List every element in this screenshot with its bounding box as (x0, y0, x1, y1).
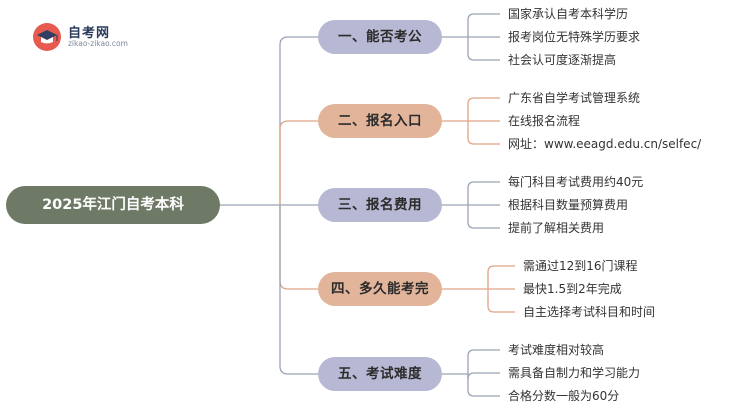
branch-registration-fee: 三、报名费用 (318, 188, 442, 222)
leaf-connector (467, 37, 500, 61)
graduation-cap-icon (33, 23, 61, 51)
leaf-item: 考试难度相对较高 (508, 343, 605, 357)
logo-name: 自考网 (68, 26, 111, 41)
site-logo[interactable]: 自考网 zikao-zikao.com (32, 20, 142, 54)
leaf-connector (467, 374, 500, 397)
branch-connector (279, 120, 318, 205)
branch-connector (279, 205, 318, 375)
leaf-connector (467, 181, 500, 205)
leaf-connector (467, 121, 500, 145)
leaf-item: 需通过12到16门课程 (523, 259, 638, 273)
branch-civil-service: 一、能否考公 (318, 20, 442, 54)
branch-registration-entry: 二、报名入口 (318, 104, 442, 138)
branch-completion-time: 四、多久能考完 (318, 272, 442, 306)
leaf-item: 自主选择考试科目和时间 (523, 305, 656, 319)
branch-connector (279, 205, 318, 290)
leaf-item: 需具备自制力和学习能力 (508, 366, 641, 380)
logo-domain: zikao-zikao.com (68, 39, 128, 48)
root-topic: 2025年江门自考本科 (6, 186, 220, 224)
leaf-connector (487, 265, 515, 289)
branch-connector (279, 36, 318, 205)
leaf-item: 每门科目考试费用约40元 (508, 175, 644, 189)
leaf-item: 广东省自学考试管理系统 (508, 91, 641, 105)
leaf-connector (467, 372, 500, 380)
leaf-item: 最快1.5到2年完成 (523, 282, 622, 296)
leaf-item: 合格分数一般为60分 (508, 389, 620, 403)
leaf-website[interactable]: 网址：www.eeagd.edu.cn/selfec/ (508, 137, 702, 151)
leaf-item: 提前了解相关费用 (508, 221, 605, 235)
leaf-item: 根据科目数量预算费用 (508, 198, 629, 212)
leaf-connector (467, 13, 500, 37)
leaf-connector (467, 349, 500, 374)
branch-exam-difficulty: 五、考试难度 (318, 357, 442, 391)
leaf-item: 国家承认自考本科学历 (508, 7, 629, 21)
leaf-item: 报考岗位无特殊学历要求 (508, 30, 641, 44)
leaf-item: 社会认可度逐渐提高 (508, 53, 617, 67)
leaf-connector (467, 205, 500, 229)
leaf-item: 在线报名流程 (508, 114, 581, 128)
leaf-connector (487, 289, 515, 313)
leaf-connector (467, 97, 500, 121)
